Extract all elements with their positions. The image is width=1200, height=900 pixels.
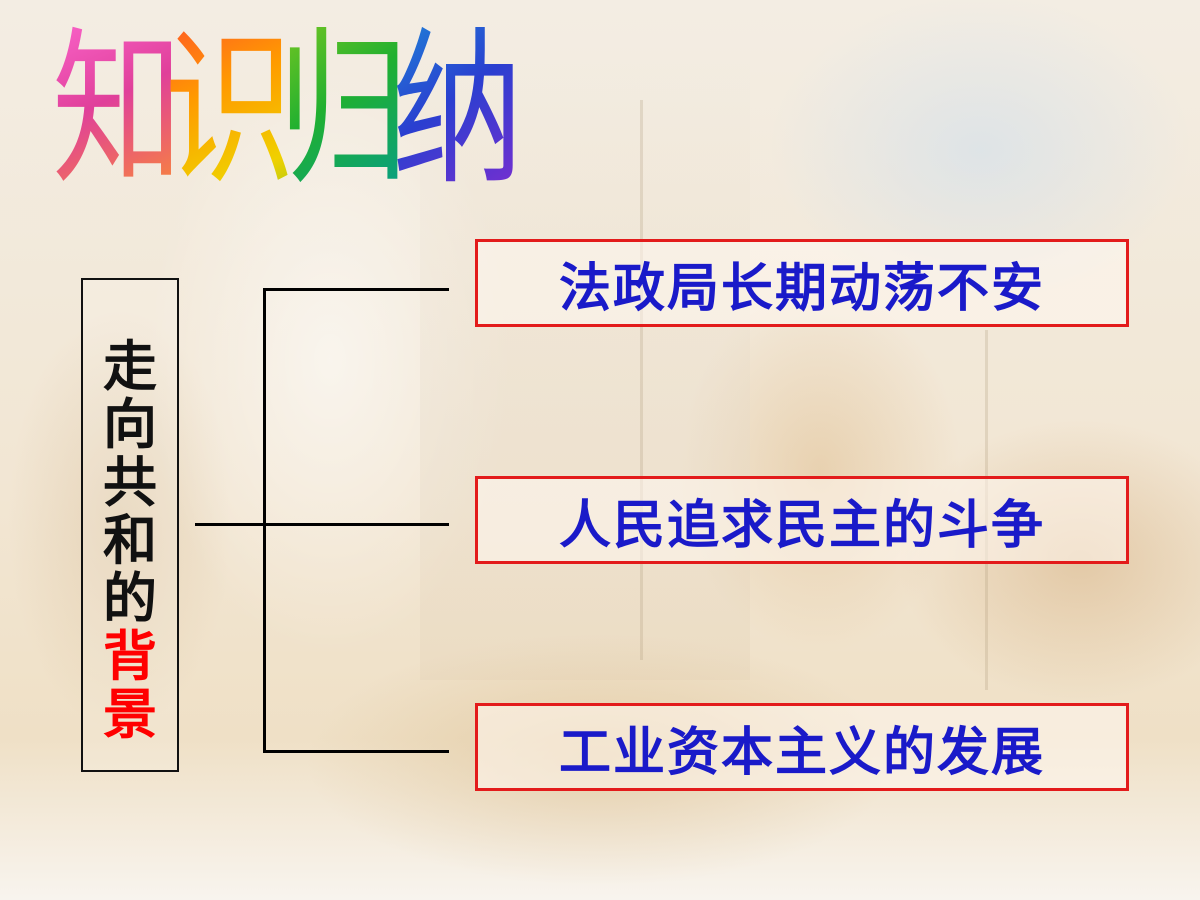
main-topic-char: 和 [103, 509, 157, 572]
branch-box-1: 法政局长期动荡不安 [475, 239, 1129, 327]
main-topic-char: 的 [103, 567, 157, 630]
branch-box-3: 工业资本主义的发展 [475, 703, 1129, 791]
main-topic-char: 共 [103, 451, 157, 514]
title-char: 纳 [392, 0, 523, 220]
title-char: 知 [52, 0, 183, 220]
branch-label: 法政局长期动荡不安 [558, 258, 1045, 319]
background-faded-caption [250, 862, 950, 890]
main-topic-highlight-char: 景 [103, 683, 157, 746]
title-char: 归 [278, 0, 409, 220]
connector-branch-2 [263, 523, 449, 526]
branch-label: 人民追求民主的斗争 [558, 495, 1045, 556]
connector-stem [195, 523, 265, 526]
background-flagpole [640, 100, 643, 660]
main-topic-char: 向 [103, 393, 157, 456]
main-topic-box: 走 向 共 和 的 背 景 [81, 278, 179, 772]
background-building [420, 60, 750, 680]
branch-box-2: 人民追求民主的斗争 [475, 476, 1129, 564]
main-topic-highlight-char: 背 [103, 625, 157, 688]
connector-branch-3 [263, 750, 449, 753]
branch-label: 工业资本主义的发展 [558, 722, 1045, 783]
main-topic-char: 走 [103, 335, 157, 398]
connector-spine [263, 288, 266, 753]
title-char: 识 [164, 0, 295, 220]
slide-title: 知 识 归 纳 [52, 0, 672, 230]
connector-branch-1 [263, 288, 449, 291]
main-topic-label: 走 向 共 和 的 背 景 [100, 338, 160, 744]
